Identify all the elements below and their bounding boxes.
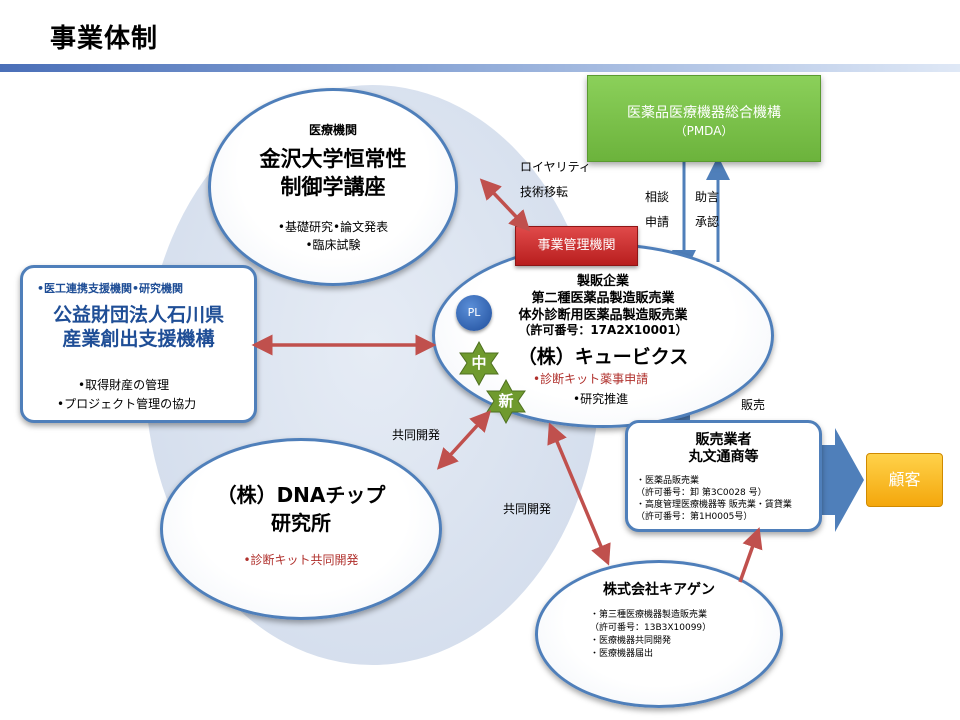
shin-star-icon [486,378,526,424]
ishikawa-name-line1: 公益財団法人石川県 [52,304,224,326]
cubics-line4: （許可番号：17A2X10001） [518,323,688,337]
cubics-item-1: •診断キット薬事申請 [533,372,649,386]
cubics-line3: 体外診断用医薬品製造販売業 [518,308,688,323]
chu-badge-label: 中 [471,354,487,372]
pmda-node: 医薬品医療機器総合機構 （PMDA） [587,75,821,162]
ishikawa-item-2: •プロジェクト管理の協力 [57,397,197,411]
title-underline [0,64,960,72]
dna-chip-node: （株）DNAチップ 研究所 •診断キット共同開発 [160,438,442,620]
sales-line1: 販売業者 [695,432,752,448]
sales-to-customer-arrow [822,428,864,532]
qiagen-item-2: （許可番号：13B3X10099） [590,623,712,633]
label-sales: 販売 [741,398,766,412]
chu-star-icon [459,340,499,386]
cubics-qiagen-arrow [547,422,611,566]
pl-badge: PL [456,295,492,331]
qiagen-item-1: ・第三種医療機器製造販売業 [590,610,708,620]
ishikawa-node: •医工連携支援機関•研究機関 公益財団法人石川県 産業創出支援機構 •取得財産の… [20,265,257,423]
label-consult: 相談 [645,190,670,204]
sales-item-2: （許可番号：卸 第3C0028 号） [636,488,767,498]
ishikawa-name-line2: 産業創出支援機構 [62,328,215,350]
sales-item-3: ・高度管理医療機器等 販売業・賃貸業 [636,500,792,510]
medical-name-line2: 制御学講座 [280,175,386,199]
management-org-tag: 事業管理機関 [515,226,638,266]
cubics-item-2: •研究推進 [573,392,629,406]
label-apply: 申請 [645,215,670,229]
pmda-line1: 医薬品医療機器総合機構 [627,105,781,121]
dna-name-line2: 研究所 [271,511,331,535]
medical-item-2: •臨床試験 [305,238,361,252]
label-joint-dev-qiagen: 共同開発 [503,502,552,516]
qiagen-item-4: ・医療機器届出 [590,649,654,659]
label-royalty: ロイヤリティ [520,160,591,174]
sales-item-1: ・医薬品販売業 [636,476,700,486]
qiagen-item-3: ・医療機器共同開発 [590,636,672,646]
ishikawa-item-1: •取得財産の管理 [78,378,170,392]
ishikawa-header: •医工連携支援機関•研究機関 [37,282,184,295]
label-advice: 助言 [695,190,720,204]
cubics-line1: 製販企業 [576,274,629,289]
cubics-name: （株）キュービクス [517,346,689,368]
dna-item-1: •診断キット共同開発 [243,553,359,567]
sales-line2: 丸文通商等 [688,449,759,465]
cubics-line2: 第二種医薬品製造販売業 [531,291,675,306]
label-joint-dev-dna: 共同開発 [392,428,441,442]
qiagen-node: 株式会社キアゲン ・第三種医療機器製造販売業 （許可番号：13B3X10099）… [535,560,783,708]
label-tech-transfer: 技術移転 [520,185,569,199]
qiagen-name: 株式会社キアゲン [603,582,715,598]
dna-name-line1: （株）DNAチップ [216,483,386,507]
customer-node: 顧客 [866,453,943,507]
medical-institution-node: 医療機関 金沢大学恒常性 制御学講座 •基礎研究•論文発表 •臨床試験 [208,88,458,286]
shin-badge-label: 新 [498,392,514,410]
medical-header: 医療機関 [308,123,357,137]
qiagen-sales-arrow [738,527,763,583]
sales-item-4: （許可番号：第1H0005号） [636,512,753,522]
page-title: 事業体制 [50,24,159,54]
dna-cubics-arrow [436,410,492,470]
medical-item-1: •基礎研究•論文発表 [277,220,389,234]
label-approve: 承認 [695,215,720,229]
pmda-line2: （PMDA） [674,124,734,138]
sales-agent-node: 販売業者 丸文通商等 ・医薬品販売業 （許可番号：卸 第3C0028 号） ・高… [625,420,822,532]
medical-name-line1: 金沢大学恒常性 [259,147,407,171]
medical-cubics-arrow [479,178,531,232]
